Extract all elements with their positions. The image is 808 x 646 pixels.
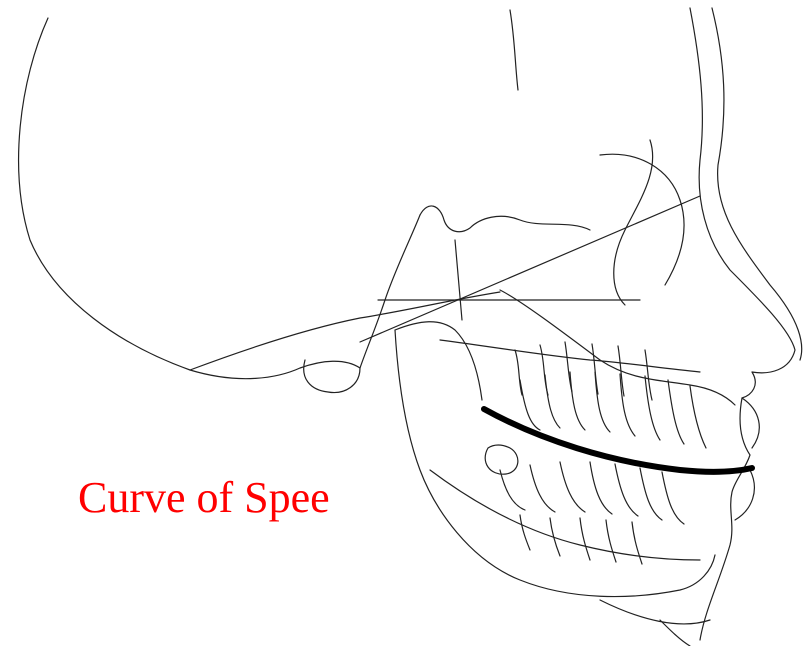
- soft-tissue-profile: [712, 8, 802, 360]
- vertical-reference: [455, 240, 462, 320]
- cranial-base: [190, 292, 500, 370]
- orbit-inner: [600, 154, 684, 285]
- mandible-outline: [395, 330, 715, 597]
- ramus: [395, 322, 482, 400]
- cranium-outline: [19, 18, 360, 393]
- lower-teeth-roots: [520, 515, 642, 564]
- curve-of-spee-label: Curve of Spee: [78, 476, 330, 520]
- frontal-sinus: [510, 10, 518, 90]
- lower-teeth: [500, 462, 684, 524]
- palate: [440, 340, 700, 372]
- sella: [420, 206, 590, 232]
- maxilla: [500, 290, 735, 405]
- chin: [600, 600, 710, 624]
- sn-line: [360, 196, 700, 342]
- orbit: [614, 140, 653, 305]
- curve-of-spee-line: [484, 409, 752, 472]
- lips: [735, 398, 759, 520]
- clivus: [360, 215, 420, 368]
- upper-teeth-roots: [515, 342, 652, 400]
- developing-teeth: [485, 445, 518, 474]
- facial-profile: [690, 8, 795, 640]
